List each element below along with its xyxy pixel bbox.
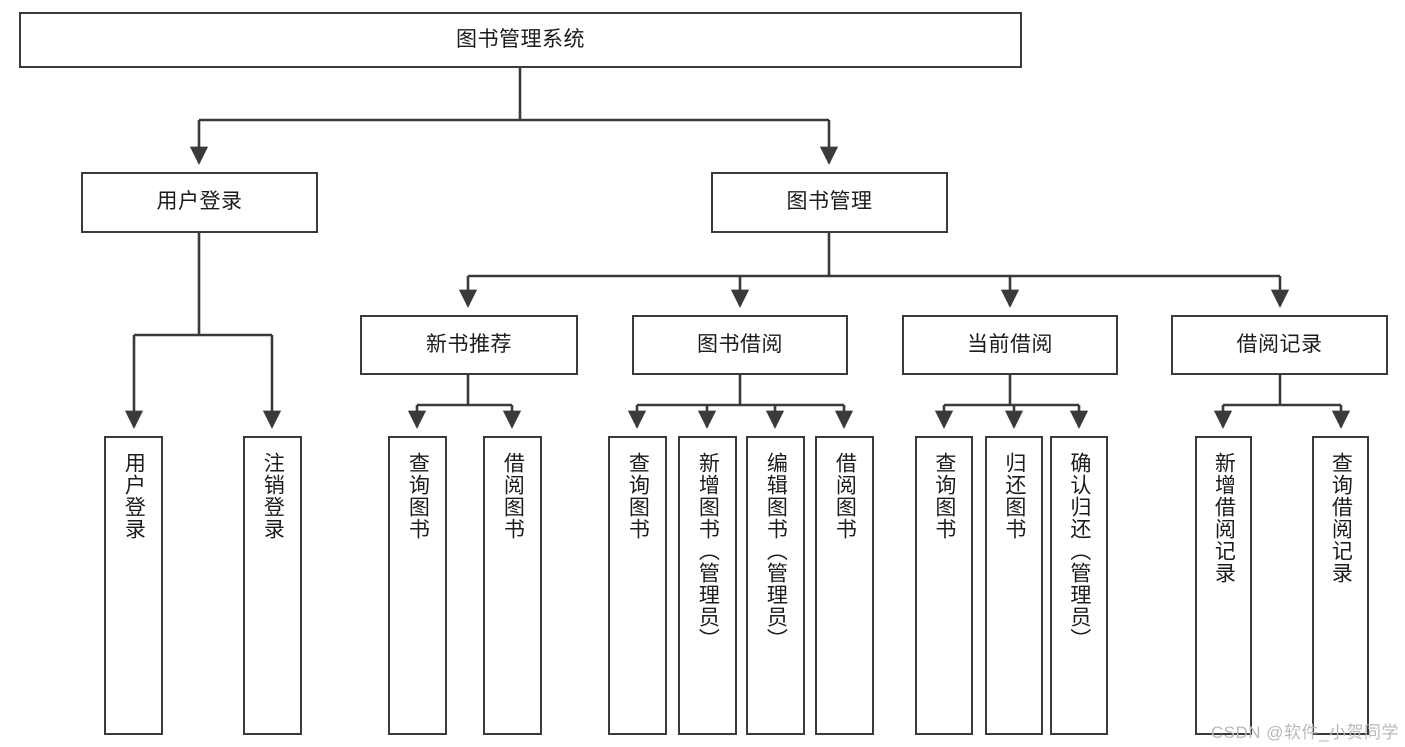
node-label: 查询图书 [932,452,956,540]
node-label: 借阅记录 [1236,332,1323,356]
node-label: 用户登录 [156,190,243,214]
node-root-book-management-system[interactable]: 图书管理系统 [19,12,1022,68]
node-leaf-confirm-return[interactable]: 确认归还（管理员） [1050,436,1108,735]
node-book-borrow[interactable]: 图书借阅 [632,315,848,375]
node-leaf-query-record[interactable]: 查询借阅记录 [1312,436,1369,735]
node-label: 查询图书 [626,452,650,540]
node-leaf-return-book[interactable]: 归还图书 [985,436,1043,735]
node-current-borrow[interactable]: 当前借阅 [902,315,1118,375]
node-book-manage[interactable]: 图书管理 [711,172,948,233]
node-leaf-add-book[interactable]: 新增图书（管理员） [678,436,737,735]
node-label: 查询借阅记录 [1329,452,1353,584]
node-label: 查询图书 [406,452,430,540]
node-borrow-record[interactable]: 借阅记录 [1171,315,1388,375]
node-label: 借阅图书 [833,452,857,540]
node-label: 编辑图书（管理员） [764,452,788,650]
node-leaf-edit-book[interactable]: 编辑图书（管理员） [746,436,805,735]
node-label: 新增图书（管理员） [696,452,720,650]
node-label: 归还图书 [1002,452,1026,540]
node-leaf-logout-login[interactable]: 注销登录 [243,436,302,735]
node-new-book-recommend[interactable]: 新书推荐 [360,315,578,375]
node-leaf-query-book-1[interactable]: 查询图书 [388,436,447,735]
node-leaf-borrow-book-2[interactable]: 借阅图书 [815,436,874,735]
node-leaf-user-login[interactable]: 用户登录 [104,436,163,735]
node-leaf-add-record[interactable]: 新增借阅记录 [1195,436,1252,735]
node-label: 用户登录 [122,452,146,540]
node-label: 图书借阅 [697,332,783,356]
watermark: CSDN @软件_小贺同学 [1210,723,1399,742]
node-label: 确认归还（管理员） [1067,452,1091,650]
node-label: 注销登录 [261,452,285,540]
node-label: 新增借阅记录 [1212,452,1236,584]
node-leaf-query-book-3[interactable]: 查询图书 [915,436,973,735]
node-leaf-query-book-2[interactable]: 查询图书 [608,436,667,735]
node-label: 当前借阅 [967,332,1053,356]
node-label: 图书管理系统 [456,27,585,51]
node-label: 借阅图书 [501,452,525,540]
node-label: 新书推荐 [426,332,512,356]
node-user-login[interactable]: 用户登录 [81,172,318,233]
node-label: 图书管理 [786,190,873,214]
node-leaf-borrow-book-1[interactable]: 借阅图书 [483,436,542,735]
